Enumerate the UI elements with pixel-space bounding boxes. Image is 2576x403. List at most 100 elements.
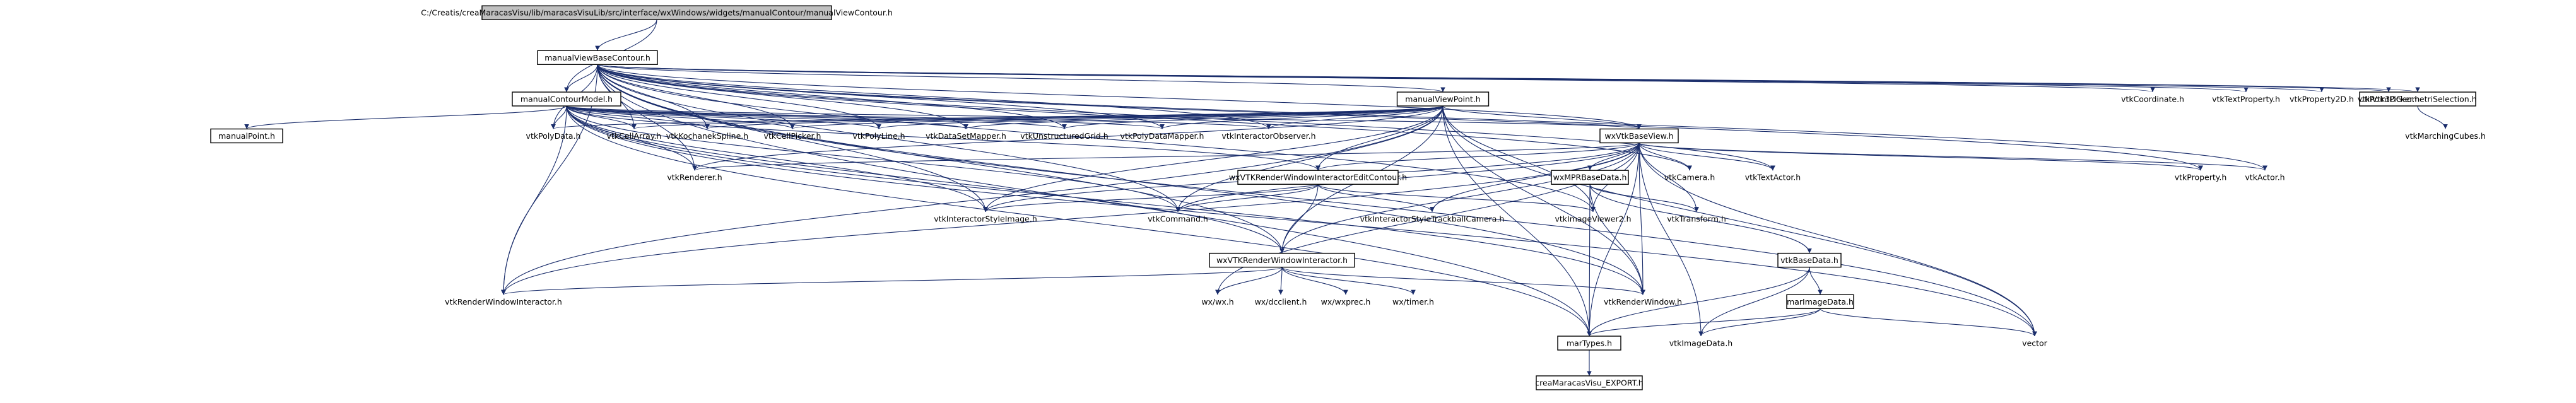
edge-wxrwi-wxdc bbox=[1278, 267, 1283, 295]
node-prop[interactable]: vtkProperty.h bbox=[2175, 173, 2227, 182]
edge-mvbc-mtyp bbox=[597, 64, 1592, 337]
edge-mvp-mtyp bbox=[1442, 105, 1592, 337]
edge-wxmpr-xf bbox=[1589, 184, 1699, 213]
node-vbd[interactable]: vtkBaseData.h bbox=[1777, 252, 1842, 268]
node-label: vtkInteractorStyleTrackballCamera.h bbox=[1360, 214, 1505, 223]
edge-wxbv-act bbox=[1638, 143, 2267, 171]
node-rend[interactable]: vtkRenderer.h bbox=[667, 173, 722, 182]
node-wxbv[interactable]: wxVtkBaseView.h bbox=[1599, 128, 1679, 144]
edge-mvbc-mcm bbox=[564, 64, 598, 93]
node-label: vtkTextActor.h bbox=[1745, 173, 1801, 182]
node-ugrid[interactable]: vtkUnstructuredGrid.h bbox=[1020, 131, 1108, 141]
node-dsmap[interactable]: vtkDataSetMapper.h bbox=[926, 131, 1006, 141]
node-ppick[interactable]: vtkPointPicker.h bbox=[2358, 95, 2420, 104]
node-mvbc[interactable]: manualViewBaseContour.h bbox=[537, 50, 658, 66]
node-iobs[interactable]: vtkInteractorObserver.h bbox=[1221, 131, 1315, 141]
node-label: vtkImageData.h bbox=[1669, 339, 1732, 348]
node-cpick[interactable]: vtkCellPicker.h bbox=[764, 131, 821, 141]
node-p2d[interactable]: vtkProperty2D.h bbox=[2290, 95, 2354, 104]
node-wxprec[interactable]: wx/wxprec.h bbox=[1321, 297, 1371, 307]
node-label: wx/wx.h bbox=[1201, 297, 1233, 307]
node-wxtimer[interactable]: wx/timer.h bbox=[1392, 297, 1434, 307]
edge-wxbv-cmd bbox=[1175, 143, 1640, 213]
node-mpt[interactable]: manualPoint.h bbox=[210, 128, 283, 144]
node-isi[interactable]: vtkInteractorStyleImage.h bbox=[934, 214, 1037, 223]
edge-mvbc-cmd bbox=[597, 64, 1180, 212]
node-tact[interactable]: vtkTextActor.h bbox=[1745, 173, 1801, 182]
node-carr[interactable]: vtkCellArray.h bbox=[607, 131, 662, 141]
node-cmd[interactable]: vtkCommand.h bbox=[1148, 214, 1208, 223]
node-wxwx[interactable]: wx/wx.h bbox=[1201, 297, 1233, 307]
node-pdmap[interactable]: vtkPolyDataMapper.h bbox=[1120, 131, 1204, 141]
edge-wxrwiec-isi bbox=[983, 184, 1319, 213]
node-iv2[interactable]: vtkImageViewer2.h bbox=[1555, 214, 1631, 223]
node-mtyp[interactable]: marTypes.h bbox=[1557, 336, 1621, 351]
node-label: manualPoint.h bbox=[218, 131, 275, 141]
node-mid[interactable]: marImageData.h bbox=[1786, 294, 1854, 309]
node-rwi[interactable]: vtkRenderWindowInteractor.h bbox=[445, 297, 562, 307]
node-cexp[interactable]: creaMaracasVisu_EXPORT.h bbox=[1535, 375, 1644, 390]
edge-mvbc-iobs bbox=[597, 64, 1271, 129]
node-label: wxVTKRenderWindowInteractor.h bbox=[1216, 255, 1348, 265]
node-label: vtkCamera.h bbox=[1664, 173, 1715, 182]
edge-mcm-mtyp bbox=[566, 105, 1592, 337]
node-wxmpr[interactable]: wxMPRBaseData.h bbox=[1551, 170, 1629, 185]
node-label: vtkTextProperty.h bbox=[2212, 95, 2280, 104]
edge-wxbv-wxmpr bbox=[1587, 143, 1640, 171]
edge-wxbv-wxrwiec bbox=[1315, 143, 1640, 171]
node-mcubes[interactable]: vtkMarchingCubes.h bbox=[2405, 131, 2486, 141]
node-label: vtkRenderWindowInteractor.h bbox=[445, 297, 562, 307]
node-imdata[interactable]: vtkImageData.h bbox=[1669, 339, 1732, 348]
node-label: vtkPolyLine.h bbox=[852, 131, 905, 141]
node-kspl[interactable]: vtkKochanekSpline.h bbox=[666, 131, 748, 141]
node-vec[interactable]: vector bbox=[2022, 339, 2048, 348]
edge-wxrwiec-wxrwi bbox=[1279, 184, 1319, 254]
node-coord[interactable]: vtkCoordinate.h bbox=[2121, 95, 2184, 104]
edge-mvbc-tact bbox=[597, 64, 1775, 171]
node-label: wxMPRBaseData.h bbox=[1553, 173, 1627, 182]
node-pdata[interactable]: vtkPolyData.h bbox=[526, 131, 581, 141]
node-pline[interactable]: vtkPolyLine.h bbox=[852, 131, 905, 141]
node-act[interactable]: vtkActor.h bbox=[2245, 173, 2285, 182]
node-wxrwi[interactable]: wxVTKRenderWindowInteractor.h bbox=[1209, 252, 1355, 268]
node-cam[interactable]: vtkCamera.h bbox=[1664, 173, 1715, 182]
edge-wxmpr-rwin bbox=[1589, 184, 1645, 295]
edge-mvbc-rend bbox=[597, 64, 697, 171]
node-box bbox=[210, 128, 283, 144]
node-label: vtkInteractorStyleImage.h bbox=[934, 214, 1037, 223]
node-label: vtkKochanekSpline.h bbox=[666, 131, 748, 141]
edge-mvbc-wxbv bbox=[597, 64, 1642, 129]
edge-mvp-iv2 bbox=[1442, 105, 1596, 212]
node-box bbox=[1557, 336, 1621, 351]
node-ut3d[interactable]: UtilVtk3DGeometriSelection.h bbox=[2358, 91, 2477, 107]
node-tprop[interactable]: vtkTextProperty.h bbox=[2212, 95, 2280, 104]
edge-wxrwi-wxtimer bbox=[1281, 267, 1416, 295]
node-label: marImageData.h bbox=[1787, 297, 1854, 307]
node-mvp[interactable]: manualViewPoint.h bbox=[1396, 91, 1490, 107]
node-label: vtkInteractorObserver.h bbox=[1221, 131, 1315, 141]
edge-mvbc-act bbox=[597, 64, 2267, 171]
node-label: wx/wxprec.h bbox=[1321, 297, 1371, 307]
node-rwin[interactable]: vtkRenderWindow.h bbox=[1604, 297, 1682, 307]
node-wxdc[interactable]: wx/dcclient.h bbox=[1255, 297, 1307, 307]
edge-mcm-isi bbox=[566, 105, 988, 212]
node-box bbox=[1551, 170, 1629, 185]
edge-wxrwiec-cmd bbox=[1175, 184, 1319, 213]
edge-vbd-mid bbox=[1809, 267, 1823, 295]
edge-mvbc-coord bbox=[597, 64, 2155, 93]
edge-mvbc-mvp bbox=[597, 64, 1445, 93]
node-istc[interactable]: vtkInteractorStyleTrackballCamera.h bbox=[1360, 214, 1505, 223]
node-label: UtilVtk3DGeometriSelection.h bbox=[2358, 95, 2476, 104]
node-label: wxVTKRenderWindowInteractorEditContour.h bbox=[1229, 173, 1407, 182]
node-mcm[interactable]: manualContourModel.h bbox=[512, 91, 621, 107]
node-label: vtkUnstructuredGrid.h bbox=[1020, 131, 1108, 141]
node-xf[interactable]: vtkTransform.h bbox=[1667, 214, 1726, 223]
edge-wxmpr-vbd bbox=[1589, 184, 1812, 254]
node-label: wxVtkBaseView.h bbox=[1604, 131, 1673, 141]
node-label: vtkPolyDataMapper.h bbox=[1120, 131, 1204, 141]
edge-mcm-ugrid bbox=[566, 105, 1067, 130]
node-wxrwiec[interactable]: wxVTKRenderWindowInteractorEditContour.h bbox=[1229, 170, 1407, 185]
edge-wxmpr-mtyp bbox=[1587, 184, 1592, 337]
edge-mcm-pline bbox=[566, 105, 881, 130]
edge-mcm-dsmap bbox=[566, 105, 968, 130]
